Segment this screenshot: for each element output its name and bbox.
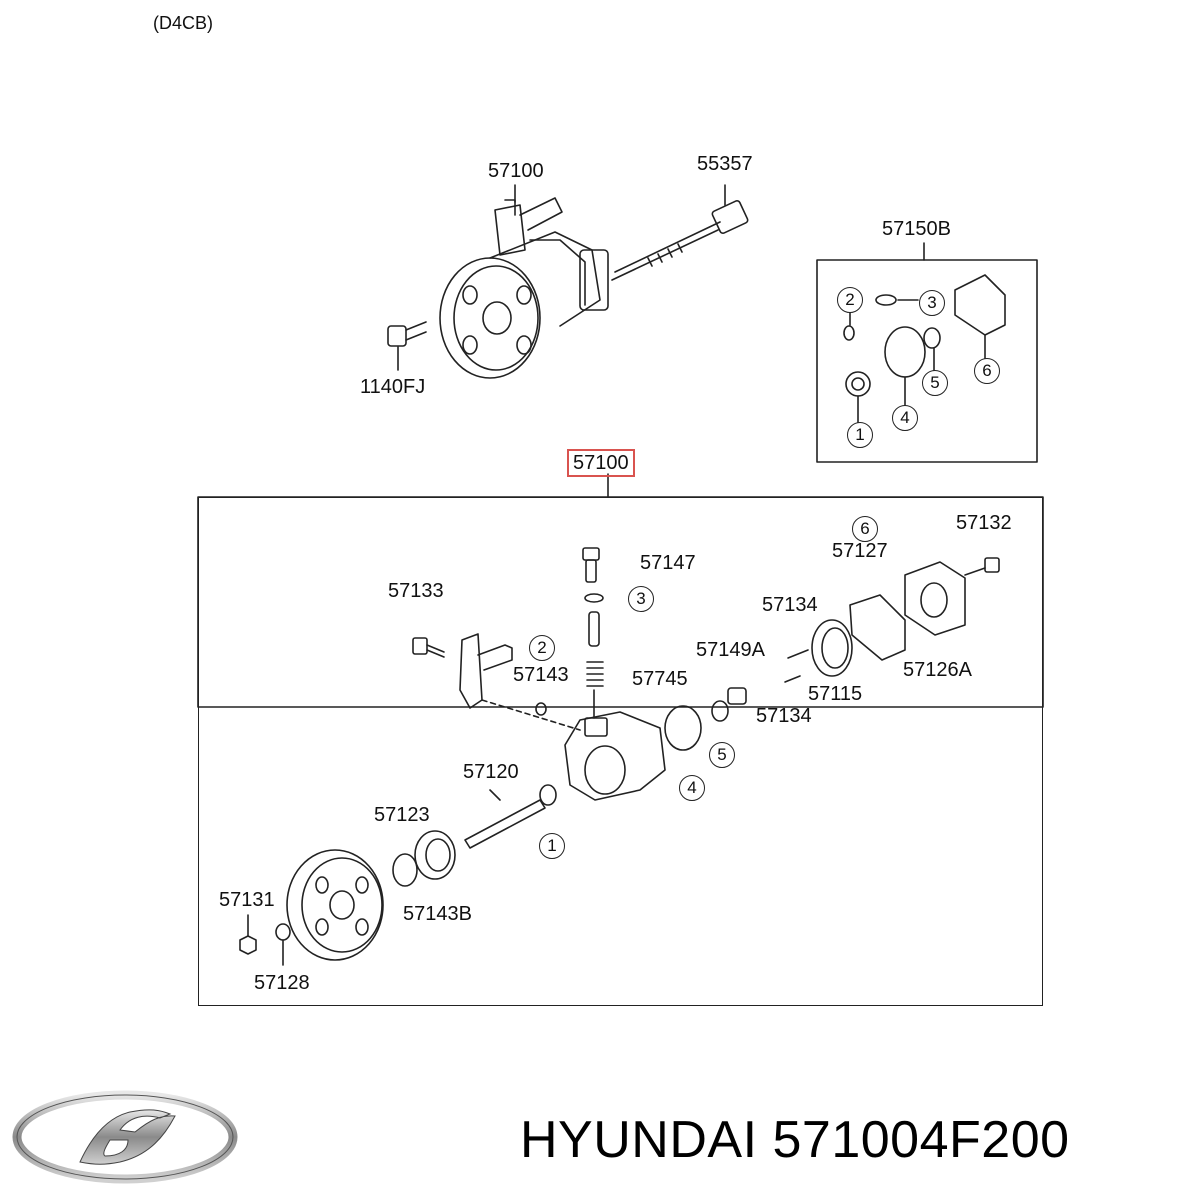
exploded-parts-illustration [239, 547, 1000, 966]
label-57131: 57131 [219, 889, 275, 911]
kit-box-illustration [816, 242, 1038, 463]
label-57128: 57128 [254, 972, 310, 994]
pump-assembly-illustration [387, 184, 749, 379]
ref-1: 1 [539, 833, 565, 859]
hyundai-logo-icon [12, 1090, 238, 1184]
kit-item-2: 2 [837, 287, 863, 313]
label-57147: 57147 [640, 552, 696, 574]
part-number: 571004F200 [772, 1111, 1070, 1169]
brand-name: HYUNDAI [520, 1111, 758, 1169]
label-small-bolt: 1140FJ [360, 376, 426, 398]
label-57120: 57120 [463, 761, 519, 783]
kit-item-6: 6 [974, 358, 1000, 384]
kit-item-3: 3 [919, 290, 945, 316]
label-57123: 57123 [374, 804, 430, 826]
label-57132: 57132 [956, 512, 1012, 534]
label-57134-top: 57134 [762, 594, 818, 616]
ref-2: 2 [529, 635, 555, 661]
kit-item-4: 4 [892, 405, 918, 431]
label-57143: 57143 [513, 664, 569, 686]
ref-6: 6 [852, 516, 878, 542]
kit-item-1: 1 [847, 422, 873, 448]
label-57127: 57127 [832, 540, 888, 562]
brand-part-number: HYUNDAI 571004F200 [520, 1110, 1070, 1170]
label-long-bolt: 55357 [697, 153, 753, 175]
label-57126A: 57126A [903, 659, 972, 681]
label-kit: 57150B [882, 218, 951, 240]
engine-code: (D4CB) [153, 13, 214, 33]
exploded-view-frame [198, 497, 1043, 1006]
label-57133: 57133 [388, 580, 444, 602]
ref-4: 4 [679, 775, 705, 801]
label-exploded-header: 57100 [567, 449, 635, 477]
label-pump-assembly: 57100 [488, 160, 544, 182]
ref-3: 3 [628, 586, 654, 612]
kit-item-5: 5 [922, 370, 948, 396]
label-57745: 57745 [632, 668, 688, 690]
label-57134-bottom: 57134 [756, 705, 812, 727]
label-57115: 57115 [808, 683, 863, 705]
label-57149A: 57149A [696, 639, 765, 661]
label-57143B: 57143B [403, 903, 472, 925]
ref-5: 5 [709, 742, 735, 768]
